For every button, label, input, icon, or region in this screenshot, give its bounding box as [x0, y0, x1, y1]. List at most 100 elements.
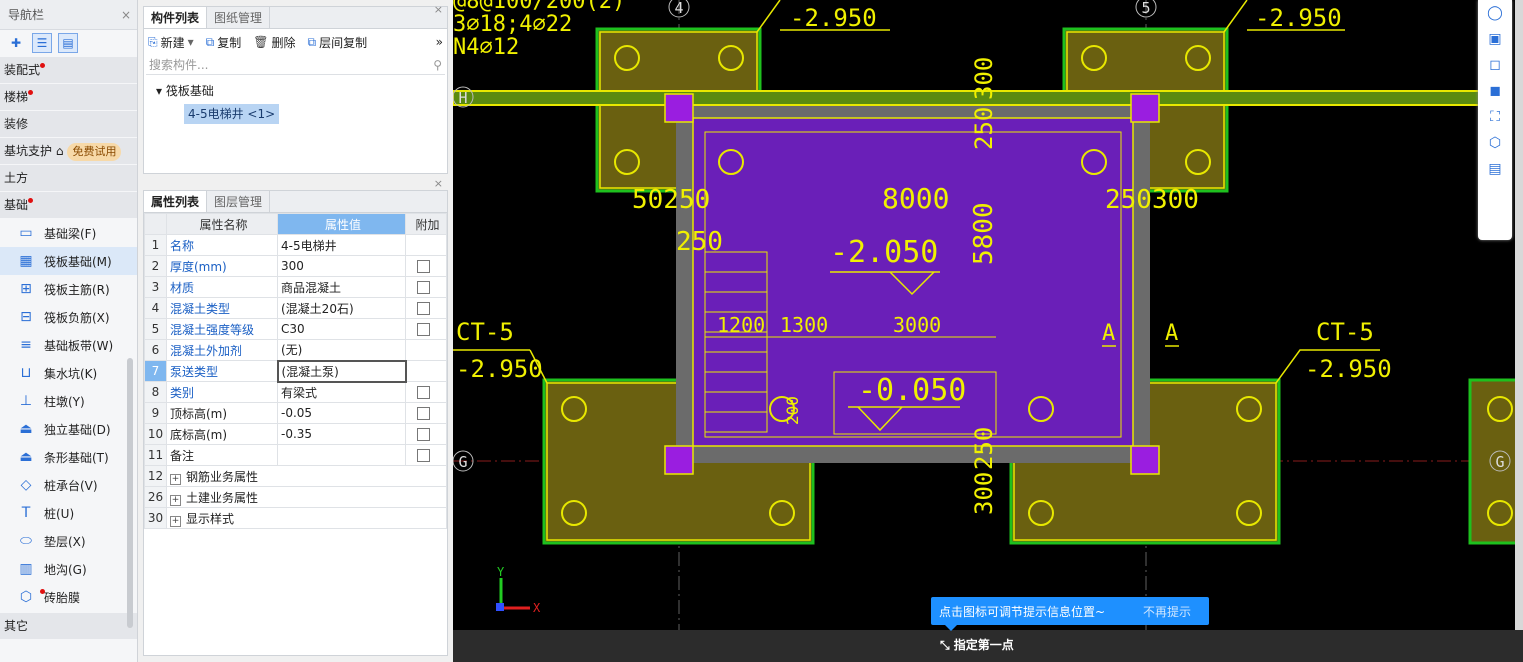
search-icon[interactable]: ⚲ [433, 57, 442, 72]
nav-item-raft-neg-rebar[interactable]: ⊟筏板负筋(X) [0, 303, 137, 331]
cube-view-icon[interactable]: ◻ [1489, 57, 1501, 73]
tree-node-elevator-pit[interactable]: 4-5电梯井 <1> [184, 104, 280, 124]
extra-checkbox[interactable] [417, 281, 430, 294]
property-extra[interactable] [405, 276, 447, 298]
close-icon[interactable]: × [120, 8, 131, 22]
property-extra[interactable] [405, 255, 447, 277]
nav-item-pile-cap[interactable]: ◇桩承台(V) [0, 471, 137, 499]
more-icon[interactable]: » [435, 35, 443, 49]
nav-item-strip[interactable]: ≡基础板带(W) [0, 331, 137, 359]
category-earthwork[interactable]: 土方 [0, 165, 137, 191]
pin-icon[interactable]: ✚ [10, 36, 22, 50]
floor-copy-button[interactable]: ⧉层间复制 [308, 34, 368, 51]
tab-drawing-management[interactable]: 图纸管理 [207, 7, 271, 28]
sheet-icon[interactable]: ▤ [1488, 161, 1502, 177]
property-group[interactable]: +显示样式 [166, 507, 447, 529]
property-value[interactable]: C30 [277, 318, 406, 340]
property-value[interactable]: -0.35 [277, 423, 406, 445]
canvas-scrollbar[interactable] [1515, 0, 1523, 662]
property-extra[interactable] [405, 381, 447, 403]
extra-checkbox[interactable] [417, 323, 430, 336]
copy-button[interactable]: ⧉复制 [206, 34, 242, 51]
close-icon[interactable]: × [433, 3, 443, 16]
category-pit-support[interactable]: 基坑支护 ⌂免费试用 [0, 138, 137, 164]
nav-item-raft-main-rebar[interactable]: ⊞筏板主筋(R) [0, 275, 137, 303]
property-value[interactable]: (混凝土泵) [276, 359, 407, 383]
nav-item-cushion[interactable]: ⬭垫层(X) [0, 527, 137, 555]
category-decoration[interactable]: 装修 [0, 111, 137, 137]
view-dropdown-icon[interactable]: ◼ [1489, 83, 1501, 99]
nav-item-raft-foundation[interactable]: ▦筏板基础(M) [0, 247, 137, 275]
drawing-canvas[interactable]: 4 5 H G G 4 5 @8@100/200(2) 3⌀18;4⌀22 N4… [453, 0, 1523, 662]
new-button[interactable]: ⎘新建▾ [148, 34, 194, 51]
property-value[interactable]: (混凝土20石) [277, 297, 406, 319]
hint-popup[interactable]: 点击图标可调节提示信息位置~ 不再提示 [931, 597, 1209, 631]
category-other[interactable]: 其它 [0, 613, 137, 639]
3d-view-icon[interactable]: ▣ [1488, 31, 1502, 47]
tree-node-raft[interactable]: ▾ 筏板基础 [144, 81, 447, 101]
nav-item-brick-mold[interactable]: ⬡砖胎膜 [0, 583, 137, 611]
category-foundation[interactable]: 基础 [0, 192, 137, 218]
category-assembly[interactable]: 装配式 [0, 57, 137, 83]
nav-item-foundation-beam[interactable]: ▭基础梁(F) [0, 219, 137, 247]
extra-checkbox[interactable] [417, 302, 430, 315]
property-extra[interactable] [405, 402, 447, 424]
property-value[interactable]: (无) [277, 339, 406, 361]
nav-item-sump[interactable]: ⊔集水坑(K) [0, 359, 137, 387]
free-trial-badge[interactable]: 免费试用 [67, 143, 122, 161]
extra-checkbox[interactable] [417, 386, 430, 399]
tab-component-list[interactable]: 构件列表 [144, 7, 208, 28]
detail-view-icon[interactable]: ▤ [58, 33, 78, 53]
nav-item-isolated-footing[interactable]: ⏏独立基础(D) [0, 415, 137, 443]
property-value[interactable]: 有梁式 [277, 381, 406, 403]
property-extra[interactable] [405, 297, 447, 319]
nav-scrollbar[interactable] [127, 358, 133, 628]
property-row[interactable]: 12+钢筋业务属性 [144, 465, 447, 487]
fullscreen-icon[interactable]: ⛶ [1490, 109, 1500, 125]
nav-item-trench[interactable]: ▥地沟(G) [0, 555, 137, 583]
extra-checkbox[interactable] [417, 260, 430, 273]
category-stairs[interactable]: 楼梯 [0, 84, 137, 110]
property-value[interactable]: -0.05 [277, 402, 406, 424]
property-extra[interactable] [405, 423, 447, 445]
dismiss-hint-button[interactable]: 不再提示 [1142, 604, 1191, 619]
property-value[interactable] [277, 444, 406, 466]
extra-checkbox[interactable] [417, 428, 430, 441]
expand-icon[interactable]: + [170, 494, 181, 506]
property-group[interactable]: +土建业务属性 [166, 486, 447, 508]
box-select-icon[interactable]: ⬡ [1488, 135, 1502, 151]
orbit-icon[interactable]: ◯ [1487, 5, 1503, 21]
delete-button[interactable]: 🗑删除 [253, 34, 295, 51]
property-group[interactable]: +钢筋业务属性 [166, 465, 447, 487]
close-icon[interactable]: × [433, 177, 443, 190]
property-value[interactable]: 4-5电梯井 [277, 234, 406, 256]
list-view-icon[interactable]: ☰ [32, 33, 52, 53]
component-search-input[interactable]: 搜索构件...⚲ [146, 55, 445, 75]
nav-item-strip-footing[interactable]: ⏏条形基础(T) [0, 443, 137, 471]
tab-property-list[interactable]: 属性列表 [144, 191, 208, 212]
property-row[interactable]: 30+显示样式 [144, 507, 447, 529]
property-value[interactable]: 商品混凝土 [277, 276, 406, 298]
tab-layer-management[interactable]: 图层管理 [207, 191, 271, 212]
property-extra[interactable] [405, 444, 447, 466]
collapse-icon[interactable]: ▾ [156, 84, 166, 98]
extra-checkbox[interactable] [417, 407, 430, 420]
property-extra[interactable] [405, 318, 447, 340]
property-row[interactable]: 26+土建业务属性 [144, 486, 447, 508]
expand-icon[interactable]: + [170, 473, 181, 485]
nav-item-column-pier[interactable]: ⊥柱墩(Y) [0, 387, 137, 415]
property-value[interactable]: 300 [277, 255, 406, 277]
expand-icon[interactable]: + [170, 515, 181, 527]
